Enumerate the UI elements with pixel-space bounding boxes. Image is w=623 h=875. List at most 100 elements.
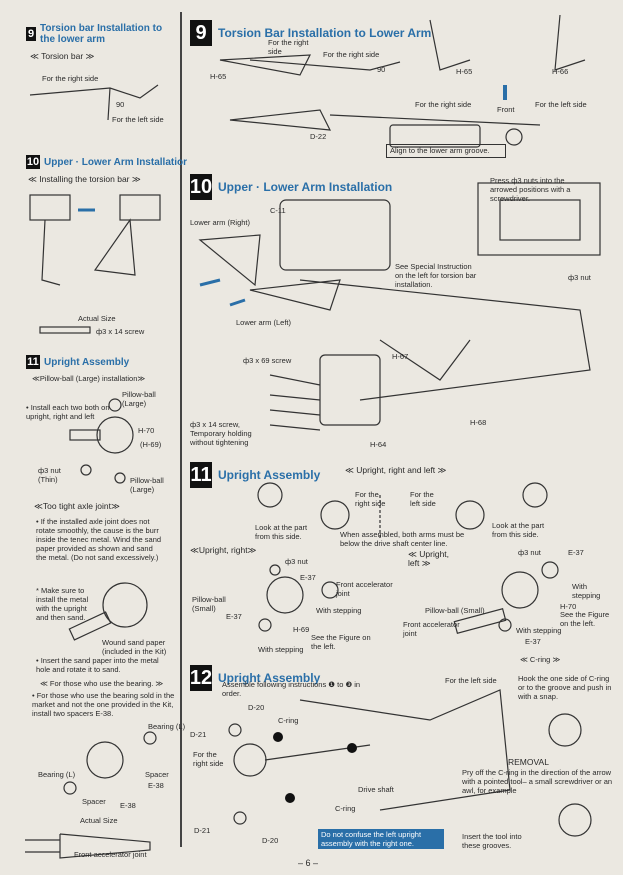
label: H-65 xyxy=(210,72,227,81)
instruction: • If the installed axle joint does not r… xyxy=(36,517,162,562)
label: Spacer xyxy=(145,770,169,779)
label: H-70 xyxy=(138,426,155,435)
label: With stepping xyxy=(316,606,362,615)
label: E-37 xyxy=(525,637,541,646)
instruction: * Make sure to install the metal with th… xyxy=(36,586,89,622)
label: Align to the lower arm groove. xyxy=(390,146,490,155)
label: For the left side xyxy=(445,676,497,685)
label: 90 xyxy=(116,100,125,109)
label: H-64 xyxy=(370,440,387,449)
right-step11-header: 11 Upright Assembly xyxy=(190,462,320,488)
instruction: • Insert the sand paper into the metal h… xyxy=(36,656,159,674)
section-sub: ≪Upright, right≫ xyxy=(190,545,257,555)
section-sub: ≪ C-ring ≫ xyxy=(520,655,561,664)
step-title: Upright Assembly xyxy=(218,671,321,685)
label: ф3 nut xyxy=(285,557,308,566)
label: For the right side xyxy=(355,490,386,508)
sand-paper-drawing xyxy=(102,582,148,628)
label: D-20 xyxy=(262,836,279,845)
label: Front accelerator joint xyxy=(403,620,460,638)
label: (H-69) xyxy=(140,440,162,449)
label: Lower arm (Left) xyxy=(236,318,292,327)
lower-arm-drawing xyxy=(219,54,311,76)
page-number: – 6 – xyxy=(298,858,319,868)
left-step10-header: 10 Upper · Lower Arm Installatior xyxy=(26,155,187,169)
step-number: 10 xyxy=(26,155,40,169)
upright-drawing xyxy=(96,416,134,454)
label: E-38 xyxy=(148,781,164,790)
instruction: Assemble following instructions ❶ to ❸ i… xyxy=(222,680,361,698)
label: Insert the tool into these grooves. xyxy=(462,832,522,850)
label: Bearing (L) xyxy=(38,770,76,779)
label: Look at the part from this side. xyxy=(492,521,545,539)
label: ф3 nut xyxy=(518,548,541,557)
section-sub: ≪Too tight axle joint≫ xyxy=(34,501,120,511)
step-title: Upright Assembly xyxy=(44,356,130,368)
step-title: Upper · Lower Arm Installatior xyxy=(44,156,187,168)
step-number: 11 xyxy=(190,462,212,488)
label: For the right side xyxy=(268,38,309,56)
label: For the right side xyxy=(193,750,224,768)
label: Front accelerator joint xyxy=(336,580,393,598)
chassis-drawing xyxy=(299,689,511,811)
label: D-22 xyxy=(310,132,327,141)
label: H-65 xyxy=(456,67,473,76)
left-step11-header: 11 Upright Assembly xyxy=(26,355,129,369)
step-title: Torsion bar Installation to the lower ar… xyxy=(40,23,163,45)
joint-drawing xyxy=(25,833,151,859)
warning-note: Do not confuse the left upright assembly… xyxy=(318,829,444,849)
label: Pillow-ball (Small) xyxy=(425,606,485,615)
section-sub: ≪ Upright, left ≫ xyxy=(408,549,450,568)
label: For the left side xyxy=(410,490,436,508)
label: C-ring xyxy=(278,716,299,725)
torsion-bar-sub: ≪ Torsion bar ≫ xyxy=(30,51,95,61)
label: See Special Instruction on the left for … xyxy=(395,262,477,289)
label: ф3 x 69 screw xyxy=(243,356,292,365)
note: When assembled, both arms must be below … xyxy=(340,530,465,548)
label: For the right side xyxy=(42,74,99,83)
label: C-ring xyxy=(335,804,356,813)
instruction: • Install each two both on upright, righ… xyxy=(26,403,110,421)
label: Spacer xyxy=(82,797,106,806)
label: H-66 xyxy=(552,67,569,76)
instruction: Hook the one side of C-ring or to the gr… xyxy=(518,674,612,701)
label: With stepping xyxy=(572,582,601,600)
label: E-37 xyxy=(568,548,584,557)
right-step12-header: 12 Upright Assembly xyxy=(190,665,320,691)
bearing-drawing xyxy=(86,741,124,779)
label: E-37 xyxy=(226,612,242,621)
label: Bearing (L) xyxy=(148,722,186,731)
label: Drive shaft xyxy=(358,785,394,794)
section-sub: ≪ Upright, right and left ≫ xyxy=(345,465,447,475)
gearbox-drawing xyxy=(279,199,391,271)
label: Pillow-ball (Small) xyxy=(192,595,226,613)
right-step9-header: 9 Torsion Bar Installation to Lower Arm xyxy=(190,20,431,46)
label: ф3 x 14 screw xyxy=(96,327,145,336)
step-number: 11 xyxy=(26,355,40,369)
section-sub: ≪Pillow-ball (Large) installation≫ xyxy=(32,374,146,383)
label: H-68 xyxy=(470,418,487,427)
label: Pillow-ball (Large) xyxy=(130,476,164,494)
label: ф3 nut xyxy=(568,273,591,282)
instruction: Pry off the C-ring in the direction of t… xyxy=(462,768,613,795)
step-title: Upper · Lower Arm Installation xyxy=(218,180,393,194)
align-box: Align to the lower arm groove. xyxy=(386,144,506,158)
label: ф3 nut (Thin) xyxy=(38,466,61,484)
label: E-38 xyxy=(120,801,136,810)
label: See the Figure on the left. xyxy=(311,633,371,651)
step-number: 12 xyxy=(190,665,212,691)
instruction: • For those who use the bearing sold in … xyxy=(32,691,175,718)
label: E-37 xyxy=(300,573,316,582)
label: With stepping xyxy=(516,626,562,635)
label: See the Figure on the left. xyxy=(560,610,610,628)
left-step9-header: 9 Torsion bar Installation to the lower … xyxy=(26,23,176,45)
label: For the left side xyxy=(112,115,164,124)
step-number: 10 xyxy=(190,174,212,200)
step-title: Upright Assembly xyxy=(218,468,321,482)
label: For the left side xyxy=(535,100,587,109)
label: Wound sand paper (included in the Kit) xyxy=(102,638,167,656)
upright-right-drawing xyxy=(257,482,283,508)
column-divider xyxy=(180,12,182,847)
bracket-drawing xyxy=(29,194,71,221)
